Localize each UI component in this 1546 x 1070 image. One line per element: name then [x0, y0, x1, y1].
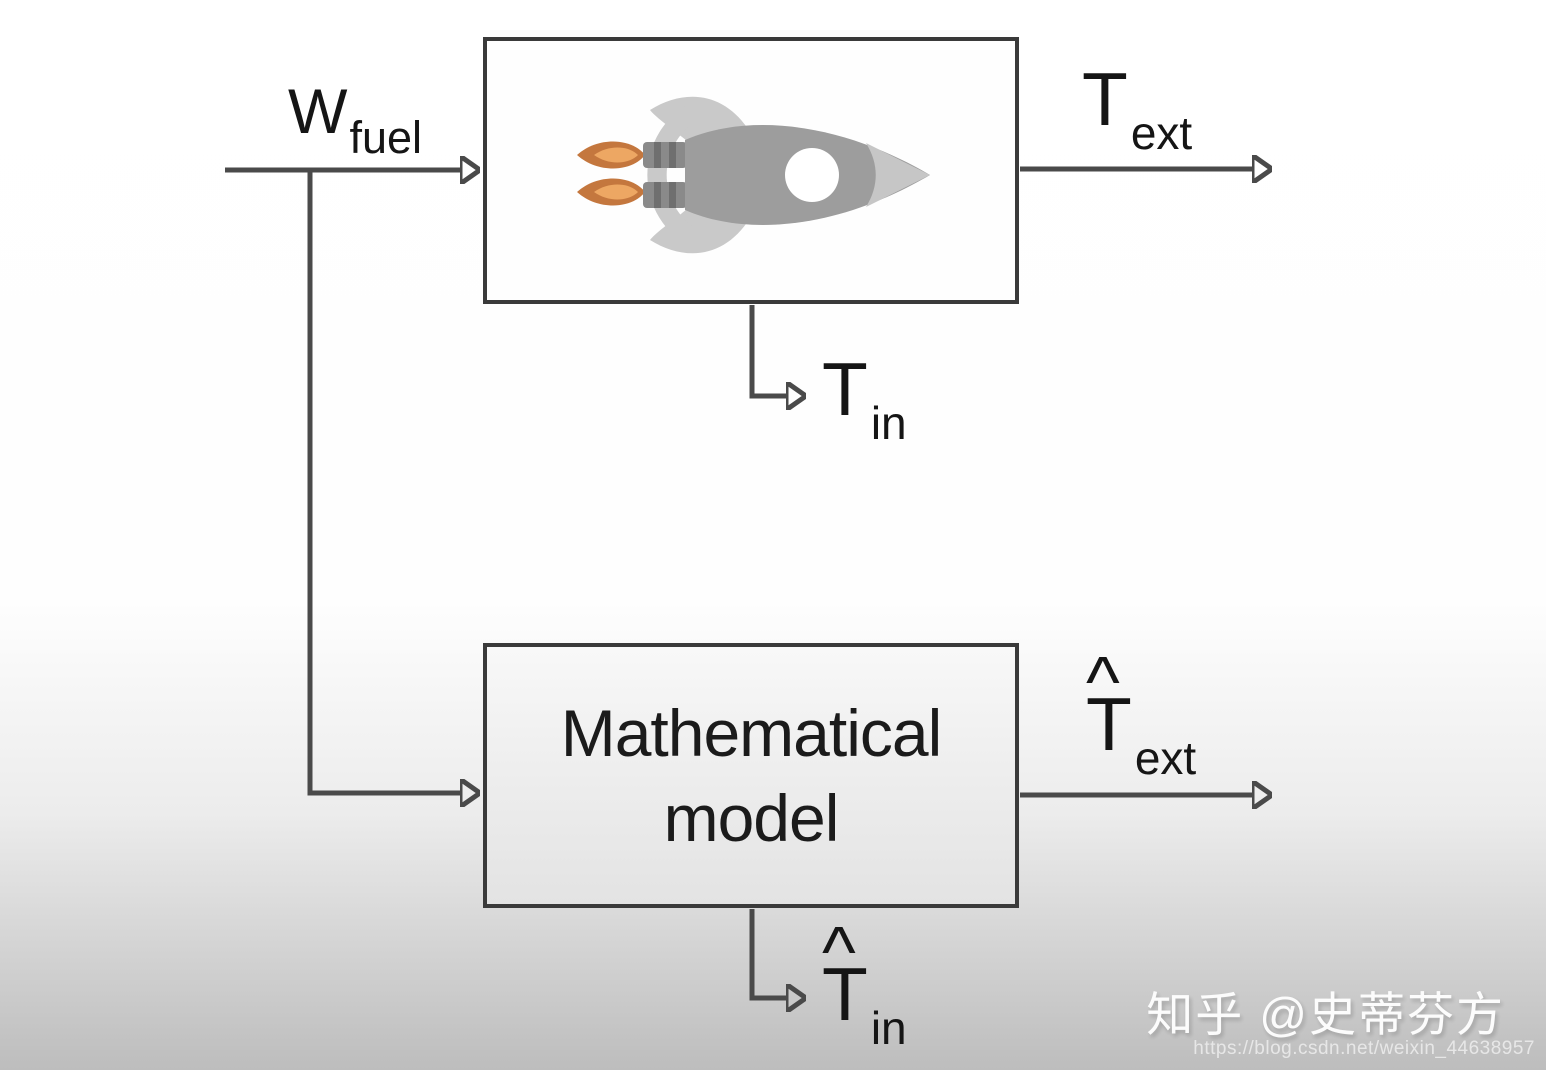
- wfuel-base: W: [288, 77, 348, 147]
- t-hat-ext-signal-label: ^Text: [1086, 647, 1197, 784]
- rocket-nozzle-bottom: [643, 182, 687, 208]
- t-hat-ext-subscript: ext: [1134, 732, 1197, 784]
- t-ext-signal-label: Text: [1082, 62, 1193, 159]
- rocket-nozzle-top: [643, 142, 687, 168]
- t-in-subscript: in: [870, 397, 907, 449]
- t-hat-in-subscript: in: [870, 1002, 907, 1054]
- hat-accent-icon: ^: [1086, 643, 1120, 723]
- rocket-nozzle-rib: [669, 182, 676, 208]
- t-hat-ext-base: T: [1086, 682, 1132, 766]
- math-model-box: Mathematical model: [483, 643, 1019, 908]
- wire-rocket-tin-output: [749, 305, 787, 396]
- t-in-signal-label: Tin: [822, 352, 907, 449]
- rocket-window: [785, 148, 839, 202]
- model-label-line2: model: [663, 780, 840, 855]
- t-hat-in-base: T: [822, 952, 868, 1036]
- rocket-system-box: [483, 37, 1019, 304]
- rocket-nozzle-rib: [669, 142, 676, 168]
- rocket-nozzle-rib: [654, 142, 661, 168]
- rocket-flame-bottom-inner: [594, 184, 638, 200]
- t-ext-base: T: [1082, 57, 1128, 141]
- watermark-url: https://blog.csdn.net/weixin_44638957: [1193, 1038, 1535, 1059]
- wfuel-subscript: fuel: [349, 112, 423, 163]
- wire-wfuel-branch-to-model: [307, 170, 461, 793]
- rocket-nose-cone: [866, 143, 930, 207]
- t-ext-subscript: ext: [1130, 107, 1193, 159]
- rocket-fin-crescent: [647, 102, 692, 248]
- t-in-base: T: [822, 347, 868, 431]
- rocket-nozzle-rib: [654, 182, 661, 208]
- t-hat-in-signal-label: ^Tin: [822, 917, 907, 1054]
- wire-model-tin-output: [749, 909, 787, 998]
- wfuel-signal-label: Wfuel: [288, 81, 423, 163]
- rocket-icon: [577, 96, 930, 254]
- hat-accent-icon: ^: [822, 913, 856, 993]
- model-label-line1: Mathematical: [560, 696, 942, 771]
- rocket-flame-top-inner: [594, 147, 638, 163]
- watermark-brand: 知乎 @史蒂芬方: [1146, 988, 1505, 1041]
